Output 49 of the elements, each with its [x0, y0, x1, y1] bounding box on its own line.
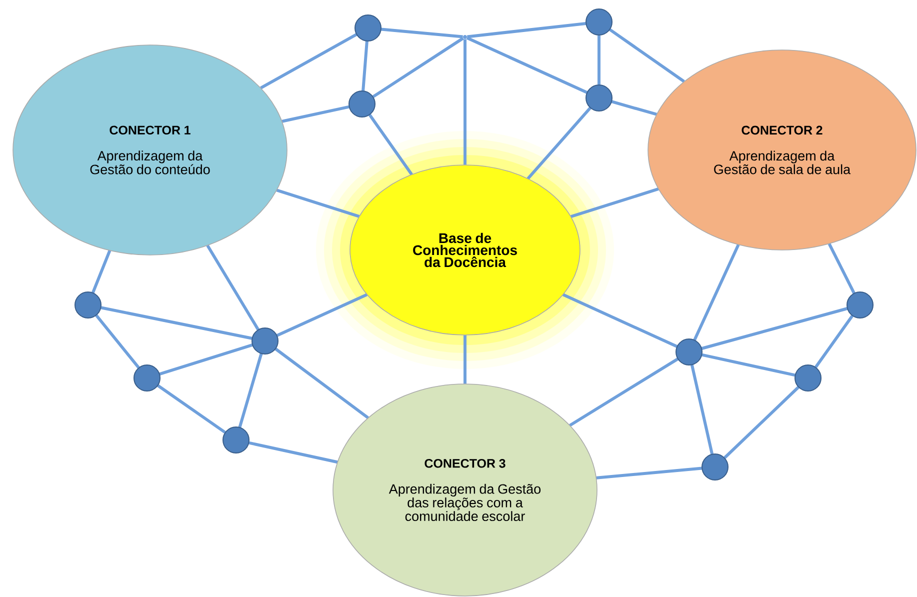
network-line — [100, 306, 252, 340]
network-dot — [222, 426, 250, 454]
network-line — [611, 100, 657, 116]
network-line — [702, 353, 796, 377]
network-line — [276, 293, 368, 337]
network-line — [526, 106, 592, 180]
network-line — [156, 384, 226, 434]
network-line — [570, 188, 659, 218]
network-line — [92, 250, 112, 294]
network-line — [598, 35, 600, 85]
junction-point — [463, 35, 467, 39]
network-line — [362, 41, 368, 91]
network-line — [372, 36, 464, 98]
network-line — [693, 244, 740, 341]
network-line — [701, 307, 848, 350]
network-dot — [702, 454, 728, 480]
network-line — [238, 353, 263, 428]
network-dot — [846, 292, 874, 318]
network-line — [596, 466, 702, 480]
network-line — [466, 36, 588, 94]
network-line — [276, 188, 360, 218]
network-line — [608, 28, 685, 83]
network-line — [206, 244, 260, 330]
network-dot — [586, 8, 612, 36]
network-dot — [74, 292, 102, 318]
network-line — [248, 441, 338, 464]
network-line — [368, 114, 413, 176]
network-dot — [354, 14, 382, 42]
network-line — [464, 335, 466, 384]
network-line — [95, 314, 140, 369]
network-line — [274, 348, 369, 419]
network-dot — [348, 90, 376, 118]
network-line — [828, 243, 856, 294]
network-line — [381, 28, 463, 38]
network-dot — [134, 364, 160, 392]
network-line — [464, 39, 466, 165]
network-line — [260, 33, 358, 90]
network-line — [814, 314, 854, 368]
network-dot — [794, 364, 822, 392]
network-line — [282, 105, 350, 123]
network-dot — [676, 338, 702, 366]
network-line — [569, 358, 679, 427]
network-line — [690, 364, 714, 454]
network-dot — [252, 328, 278, 354]
network-line — [562, 293, 678, 348]
network-dot — [586, 84, 612, 112]
network-line — [467, 22, 586, 38]
network-line — [159, 344, 253, 376]
network-line — [724, 386, 800, 459]
